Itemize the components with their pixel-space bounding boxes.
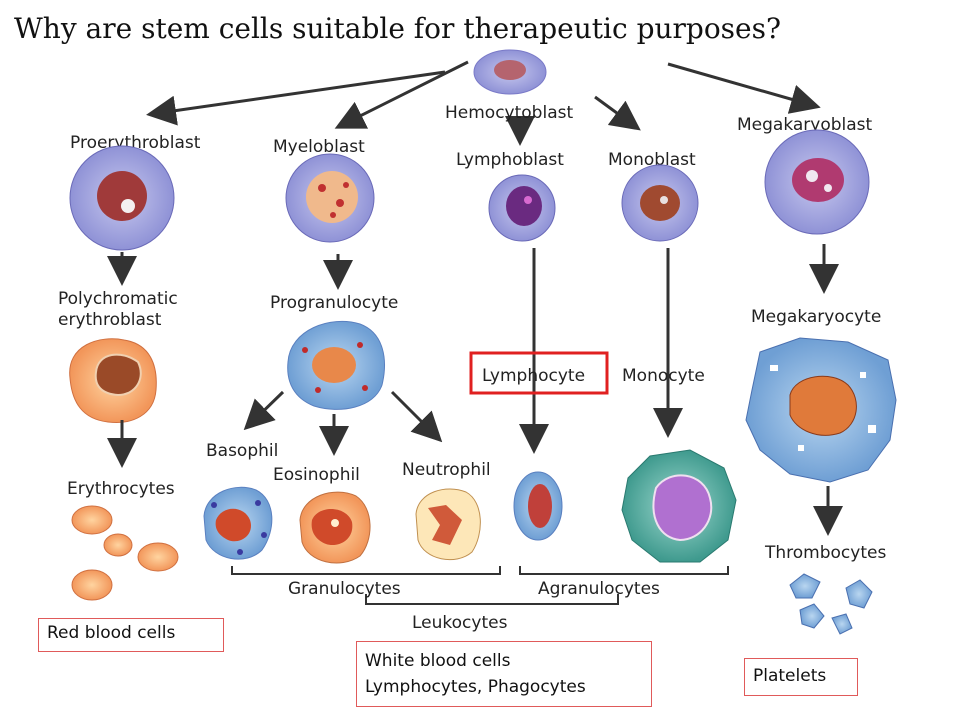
platelets-label: Platelets: [753, 666, 827, 686]
proerythroblast-cell: [69, 145, 175, 251]
monocyte-cell: [621, 449, 737, 563]
lymphoblast-cell: [488, 174, 556, 242]
lymphocyte-highlight-box: [469, 351, 609, 395]
megakaryocyte-cell: [745, 337, 897, 483]
megakaryoblast-cell: [764, 129, 870, 235]
group-brackets: [231, 566, 729, 605]
monoblast-cell: [621, 164, 699, 242]
erythrocytes-cells: [71, 505, 179, 601]
white-blood-cells-note: White blood cells Lymphocytes, Phagocyte…: [356, 641, 652, 707]
row2-arrows: [107, 244, 839, 454]
label-thrombocytes: Thrombocytes: [764, 543, 886, 563]
label-agranulocytes: Agranulocytes: [538, 579, 660, 599]
label-proerythroblast: Proerythroblast: [70, 133, 201, 153]
lymphocyte-cell: [513, 471, 563, 541]
label-myeloblast: Myeloblast: [273, 137, 365, 157]
red-blood-cells-note: Red blood cells: [38, 618, 224, 652]
label-megakaryoblast: Megakaryoblast: [737, 115, 873, 135]
thrombocytes-cells: [789, 573, 873, 635]
white-blood-cells-types: Lymphocytes, Phagocytes: [365, 677, 586, 697]
label-lymphocyte: Lymphocyte: [482, 366, 585, 386]
top-arrows: [146, 60, 821, 146]
label-polychromatic-1: Polychromatic: [58, 289, 178, 309]
myeloblast-cell: [285, 153, 375, 243]
granulocyte-arrows: [107, 390, 843, 536]
hemocytoblast-cell: [473, 49, 547, 95]
neutrophil-cell: [415, 488, 481, 561]
polychromatic-erythroblast-cell: [69, 338, 157, 424]
label-granulocytes: Granulocytes: [288, 579, 401, 599]
platelets-note: Platelets: [744, 658, 858, 696]
slide-title: Why are stem cells suitable for therapeu…: [14, 12, 782, 45]
label-neutrophil: Neutrophil: [402, 460, 491, 480]
red-blood-cells-label: Red blood cells: [47, 623, 176, 643]
progranulocyte-cell: [287, 320, 385, 410]
basophil-cell: [203, 486, 273, 560]
eosinophil-cell: [299, 491, 371, 564]
label-polychromatic-2: erythroblast: [58, 310, 162, 330]
label-eosinophil: Eosinophil: [273, 465, 360, 485]
label-monocyte: Monocyte: [622, 366, 705, 386]
label-leukocytes: Leukocytes: [412, 613, 508, 633]
label-lymphoblast: Lymphoblast: [456, 150, 564, 170]
label-megakaryocyte: Megakaryocyte: [751, 307, 881, 327]
label-monoblast: Monoblast: [608, 150, 696, 170]
white-blood-cells-label: White blood cells: [365, 651, 511, 671]
label-basophil: Basophil: [206, 441, 278, 461]
label-erythrocytes: Erythrocytes: [67, 479, 175, 499]
label-hemocytoblast: Hemocytoblast: [445, 103, 573, 123]
label-progranulocyte: Progranulocyte: [270, 293, 398, 313]
